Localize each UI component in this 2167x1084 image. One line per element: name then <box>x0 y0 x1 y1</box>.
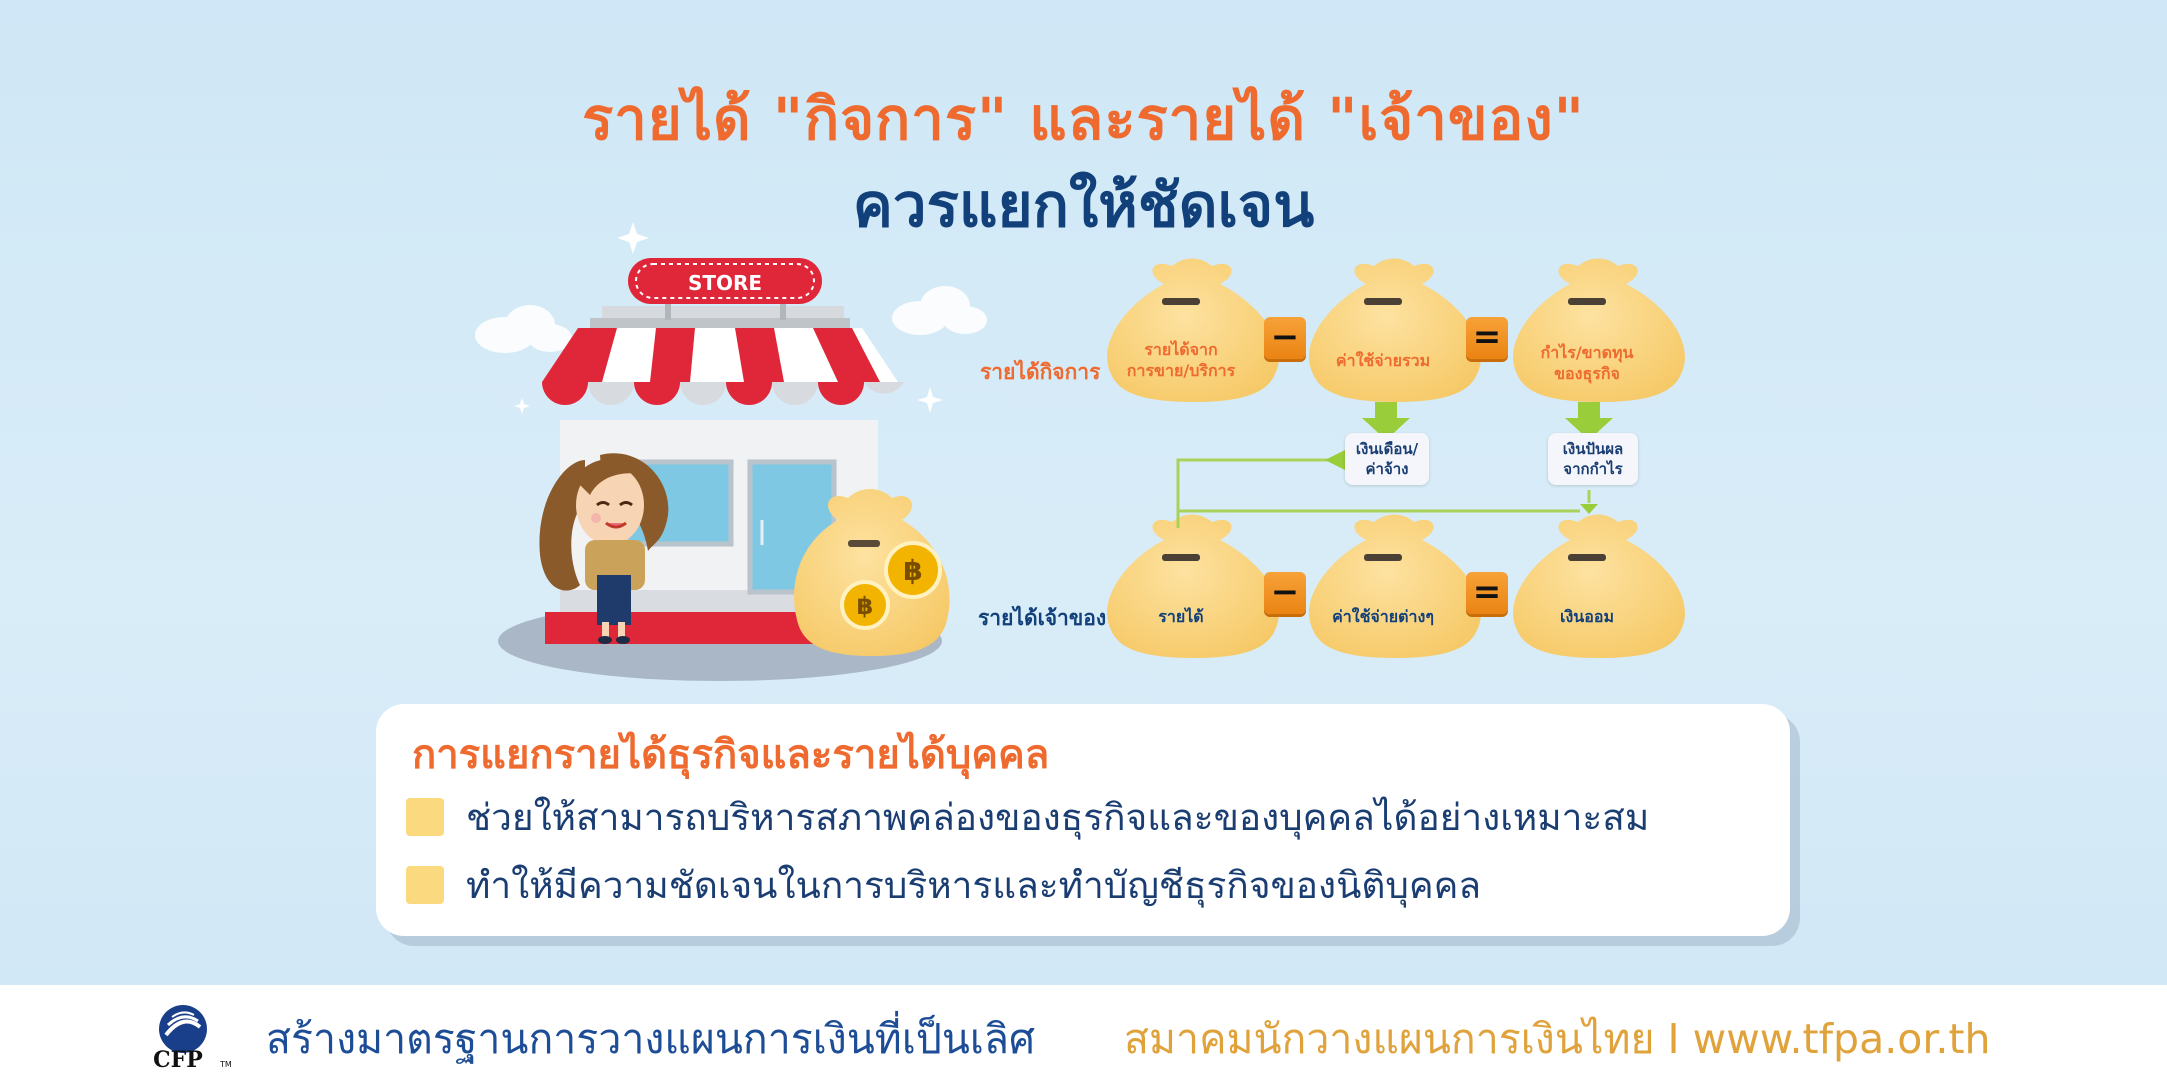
equals-operator: = <box>1466 572 1508 614</box>
footer-slogan: สร้างมาตรฐานการวางแผนการเงินที่เป็นเลิศ <box>266 1015 1036 1063</box>
bullet-text: ทำให้มีความชัดเจนในการบริหารและทำบัญชีธุ… <box>466 863 1482 907</box>
bag-label-business-revenue: รายได้จาก การขาย/บริการ <box>1126 340 1236 380</box>
bag-label-owner-expense: ค่าใช้จ่ายต่างๆ <box>1332 607 1434 626</box>
bag-label-business-profit: กำไร/ขาดทุน ของธุรกิจ <box>1540 343 1634 383</box>
svg-text:฿: ฿ <box>903 554 922 587</box>
cloud-right <box>892 286 987 335</box>
bullet-square-icon <box>406 798 444 836</box>
main-title-line2: ควรแยกให้ชัดเจน <box>852 171 1315 241</box>
flow-connector <box>1176 458 1591 528</box>
illustration: STORE ฿ ฿ <box>475 222 1685 681</box>
arrow-left-icon <box>1325 450 1345 470</box>
svg-text:฿: ฿ <box>857 592 874 620</box>
bag-owner-savings <box>1513 514 1685 658</box>
bag-label-business-expense: ค่าใช้จ่ายรวม <box>1335 351 1431 370</box>
arrow-down-icon <box>1362 402 1613 440</box>
minus-operator: − <box>1264 317 1306 359</box>
main-title-line1: รายได้ "กิจการ" และรายได้ "เจ้าของ" <box>582 85 1585 153</box>
bag-business-revenue <box>1107 258 1279 402</box>
svg-text:TM: TM <box>219 1060 232 1069</box>
bullet-square-icon <box>406 866 444 904</box>
footer: CFP TM สร้างมาตรฐานการวางแผนการเงินที่เป… <box>0 985 2167 1084</box>
bag-label-owner-savings: เงินออม <box>1560 607 1614 626</box>
awning <box>542 328 904 405</box>
business-row-label: รายได้กิจการ <box>980 360 1101 384</box>
equals-operator: = <box>1466 317 1508 359</box>
minus-operator: − <box>1264 572 1306 614</box>
footer-association: สมาคมนักวางแผนการเงินไทย I www.tfpa.or.t… <box>1124 1015 1991 1063</box>
dividend-box: เงินปันผล จากกำไร <box>1548 433 1638 485</box>
cfp-logo-text: CFP <box>153 1047 203 1073</box>
money-bag-icon: ฿ ฿ <box>794 489 950 656</box>
store-sign: STORE <box>688 271 762 295</box>
woman-character <box>539 453 669 644</box>
cloud-left <box>475 305 572 353</box>
bullet-item: ทำให้มีความชัดเจนในการบริหารและทำบัญชีธุ… <box>406 860 1481 910</box>
panel-title: การแยกรายได้ธุรกิจและรายได้บุคคล <box>412 732 1050 778</box>
sparkle-icon <box>514 222 943 414</box>
bullet-text: ช่วยให้สามารถบริหารสภาพคล่องของธุรกิจและ… <box>466 795 1650 839</box>
bag-business-expense <box>1309 258 1481 402</box>
owner-row-label: รายได้เจ้าของ <box>978 606 1107 630</box>
cfp-logo: CFP TM <box>153 1005 232 1073</box>
bullet-item: ช่วยให้สามารถบริหารสภาพคล่องของธุรกิจและ… <box>406 792 1649 842</box>
bag-label-owner-income: รายได้ <box>1158 607 1204 626</box>
arrow-small-down-icon <box>1580 504 1598 514</box>
bag-business-profit <box>1513 258 1685 402</box>
info-panel: การแยกรายได้ธุรกิจและรายได้บุคคล ช่วยให้… <box>376 704 1790 936</box>
bag-owner-expense <box>1309 514 1481 658</box>
salary-box: เงินเดือน/ ค่าจ้าง <box>1345 433 1429 485</box>
bag-owner-income <box>1107 514 1279 658</box>
